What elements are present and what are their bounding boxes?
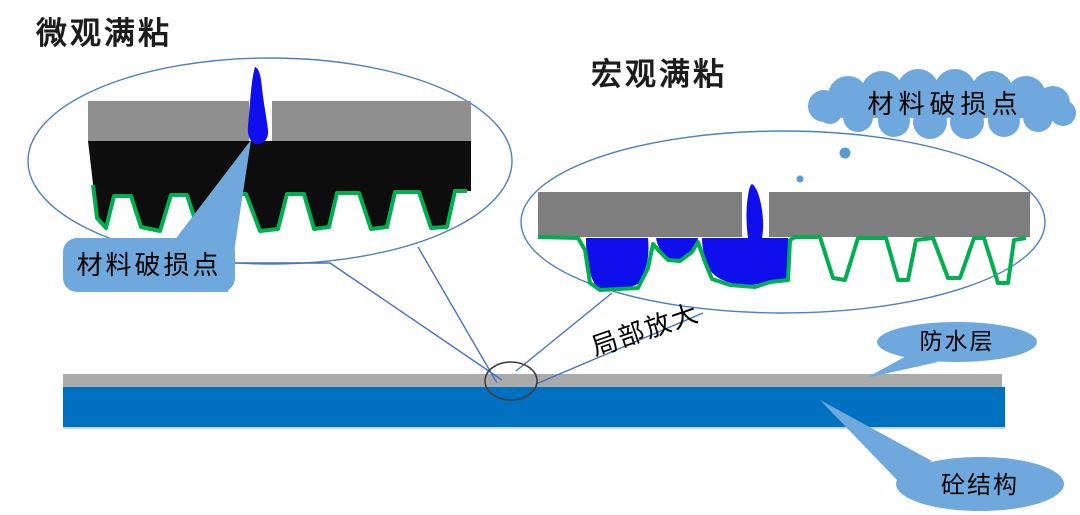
micro-membrane-bar-left bbox=[88, 101, 249, 141]
concrete-callout-tail bbox=[820, 400, 932, 480]
damage-callout-label: 材料破损点 bbox=[76, 251, 222, 281]
damage-callout-box bbox=[63, 238, 235, 292]
micro-base-layer bbox=[88, 141, 471, 232]
connector-micro-bubble-tail bbox=[417, 246, 498, 384]
micro-membrane-bar-right bbox=[272, 101, 471, 141]
micro-bubble-ellipse bbox=[27, 57, 513, 265]
concrete-slab-bar bbox=[63, 387, 1005, 427]
macro-water-drop bbox=[746, 184, 764, 238]
macro-water-pool-1 bbox=[586, 238, 649, 291]
concrete-callout-label: 砼结构 bbox=[941, 471, 1019, 499]
title-macro-full-adhesion: 宏观满粘 bbox=[591, 57, 727, 93]
connector-macro-bubble-tail-1 bbox=[515, 292, 613, 372]
macro-membrane-bar-left bbox=[538, 192, 742, 237]
waterproof-callout-bubble bbox=[877, 322, 1037, 362]
cloud-callout-shape bbox=[808, 69, 1076, 139]
title-micro-full-adhesion: 微观满粘 bbox=[36, 16, 172, 52]
micro-adhesive-line bbox=[91, 184, 467, 234]
connector-macro-bubble-tail-2 bbox=[535, 312, 704, 385]
waterproof-callout-label: 防水层 bbox=[919, 329, 995, 355]
macro-membrane-bar-right bbox=[769, 192, 1030, 237]
connector-damage-callout bbox=[235, 262, 503, 381]
concrete-callout-bubble bbox=[896, 457, 1064, 511]
macro-bubble-ellipse bbox=[520, 130, 1046, 314]
micro-water-drop bbox=[247, 67, 269, 144]
cloud-callout-label: 材料破损点 bbox=[867, 90, 1023, 120]
cloud-trail-dot-small bbox=[796, 175, 804, 183]
magnifier-ellipse bbox=[484, 361, 538, 401]
macro-water-pool-3 bbox=[702, 238, 789, 286]
macro-adhesive-line bbox=[537, 235, 1027, 292]
waterproof-layer-bar bbox=[63, 374, 1002, 387]
cloud-trail-dot-large bbox=[839, 147, 851, 159]
concrete-slab-edge bbox=[63, 427, 1005, 429]
